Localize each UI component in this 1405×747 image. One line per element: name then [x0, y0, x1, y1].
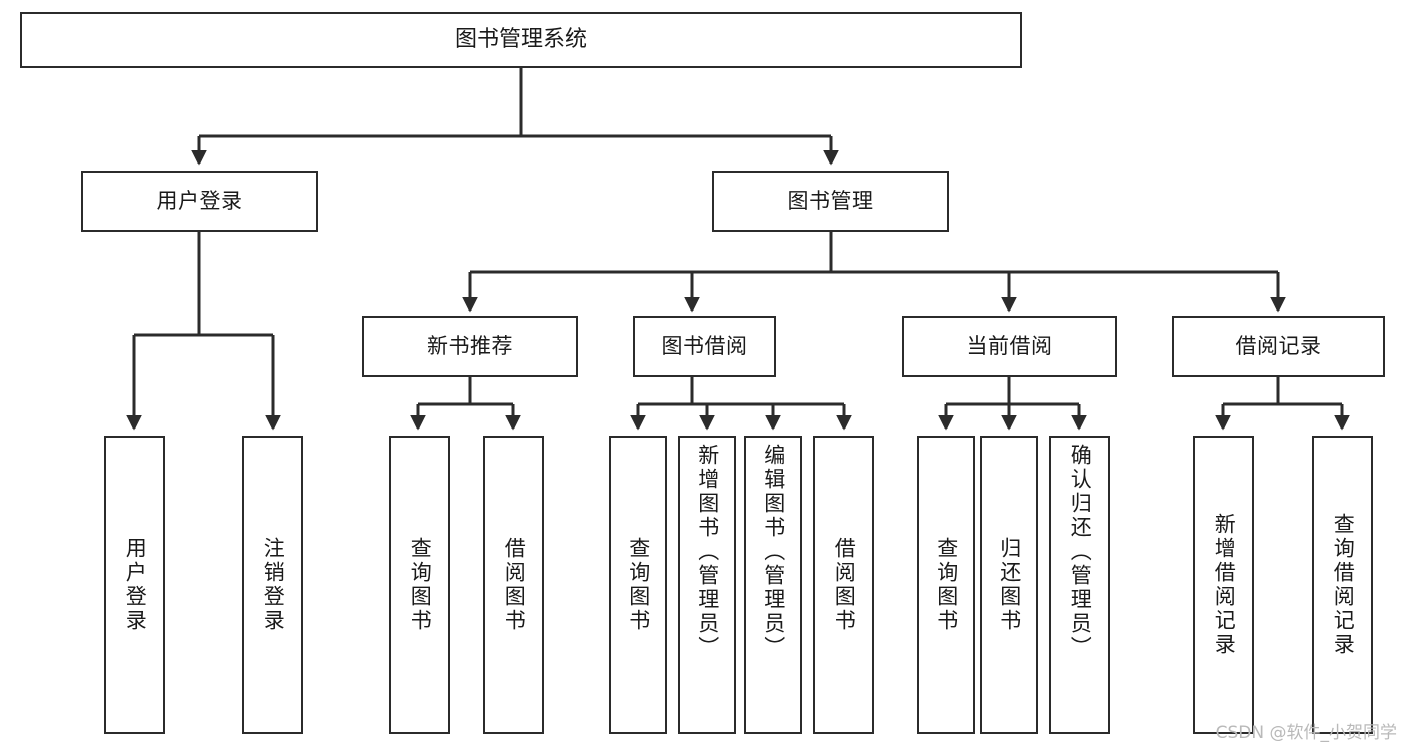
node-borrow-record[interactable]: 借阅记录: [1172, 316, 1385, 377]
node-leaf-query-record[interactable]: 查询借阅记录: [1312, 436, 1373, 734]
node-leaf-query-book-3[interactable]: 查询图书: [917, 436, 975, 734]
node-leaf-logout-label: 注销登录: [261, 537, 286, 633]
node-leaf-return-book[interactable]: 归还图书: [980, 436, 1038, 734]
watermark: CSDN @软件_小贺同学: [1215, 723, 1397, 743]
node-leaf-add-book[interactable]: 新增图书（管理员）: [678, 436, 736, 734]
node-leaf-user-login[interactable]: 用户登录: [104, 436, 165, 734]
node-leaf-confirm-return[interactable]: 确认归还（管理员）: [1049, 436, 1110, 734]
node-leaf-query-record-label: 查询借阅记录: [1331, 513, 1356, 657]
node-leaf-query-book-2[interactable]: 查询图书: [609, 436, 667, 734]
node-leaf-edit-book[interactable]: 编辑图书（管理员）: [744, 436, 802, 734]
node-leaf-query-book-2-label: 查询图书: [626, 537, 651, 633]
node-root[interactable]: 图书管理系统: [20, 12, 1022, 68]
node-leaf-query-book-1[interactable]: 查询图书: [389, 436, 450, 734]
node-current-borrow[interactable]: 当前借阅: [902, 316, 1117, 377]
node-leaf-confirm-return-label: 确认归还（管理员）: [1068, 444, 1093, 660]
node-leaf-borrow-book-1[interactable]: 借阅图书: [483, 436, 544, 734]
node-leaf-borrow-book-2[interactable]: 借阅图书: [813, 436, 874, 734]
node-leaf-add-record[interactable]: 新增借阅记录: [1193, 436, 1254, 734]
node-user-login-label: 用户登录: [156, 188, 243, 213]
node-root-label: 图书管理系统: [454, 26, 587, 52]
node-leaf-borrow-book-2-label: 借阅图书: [832, 537, 857, 633]
node-book-manage-label: 图书管理: [787, 188, 874, 213]
node-user-login[interactable]: 用户登录: [81, 171, 318, 232]
node-leaf-borrow-book-1-label: 借阅图书: [502, 537, 527, 633]
node-book-manage[interactable]: 图书管理: [712, 171, 949, 232]
node-borrow-record-label: 借阅记录: [1235, 333, 1322, 358]
node-leaf-add-book-label: 新增图书（管理员）: [695, 444, 720, 660]
node-leaf-add-record-label: 新增借阅记录: [1212, 513, 1237, 657]
node-book-borrow-label: 图书借阅: [661, 333, 748, 358]
node-new-book-recommend-label: 新书推荐: [427, 333, 513, 358]
node-leaf-edit-book-label: 编辑图书（管理员）: [761, 444, 786, 660]
node-leaf-logout[interactable]: 注销登录: [242, 436, 303, 734]
node-book-borrow[interactable]: 图书借阅: [633, 316, 776, 377]
node-leaf-query-book-1-label: 查询图书: [408, 537, 433, 633]
node-new-book-recommend[interactable]: 新书推荐: [362, 316, 578, 377]
node-current-borrow-label: 当前借阅: [966, 333, 1053, 358]
node-leaf-return-book-label: 归还图书: [997, 537, 1022, 633]
node-leaf-user-login-label: 用户登录: [123, 537, 148, 633]
node-leaf-query-book-3-label: 查询图书: [934, 537, 959, 633]
